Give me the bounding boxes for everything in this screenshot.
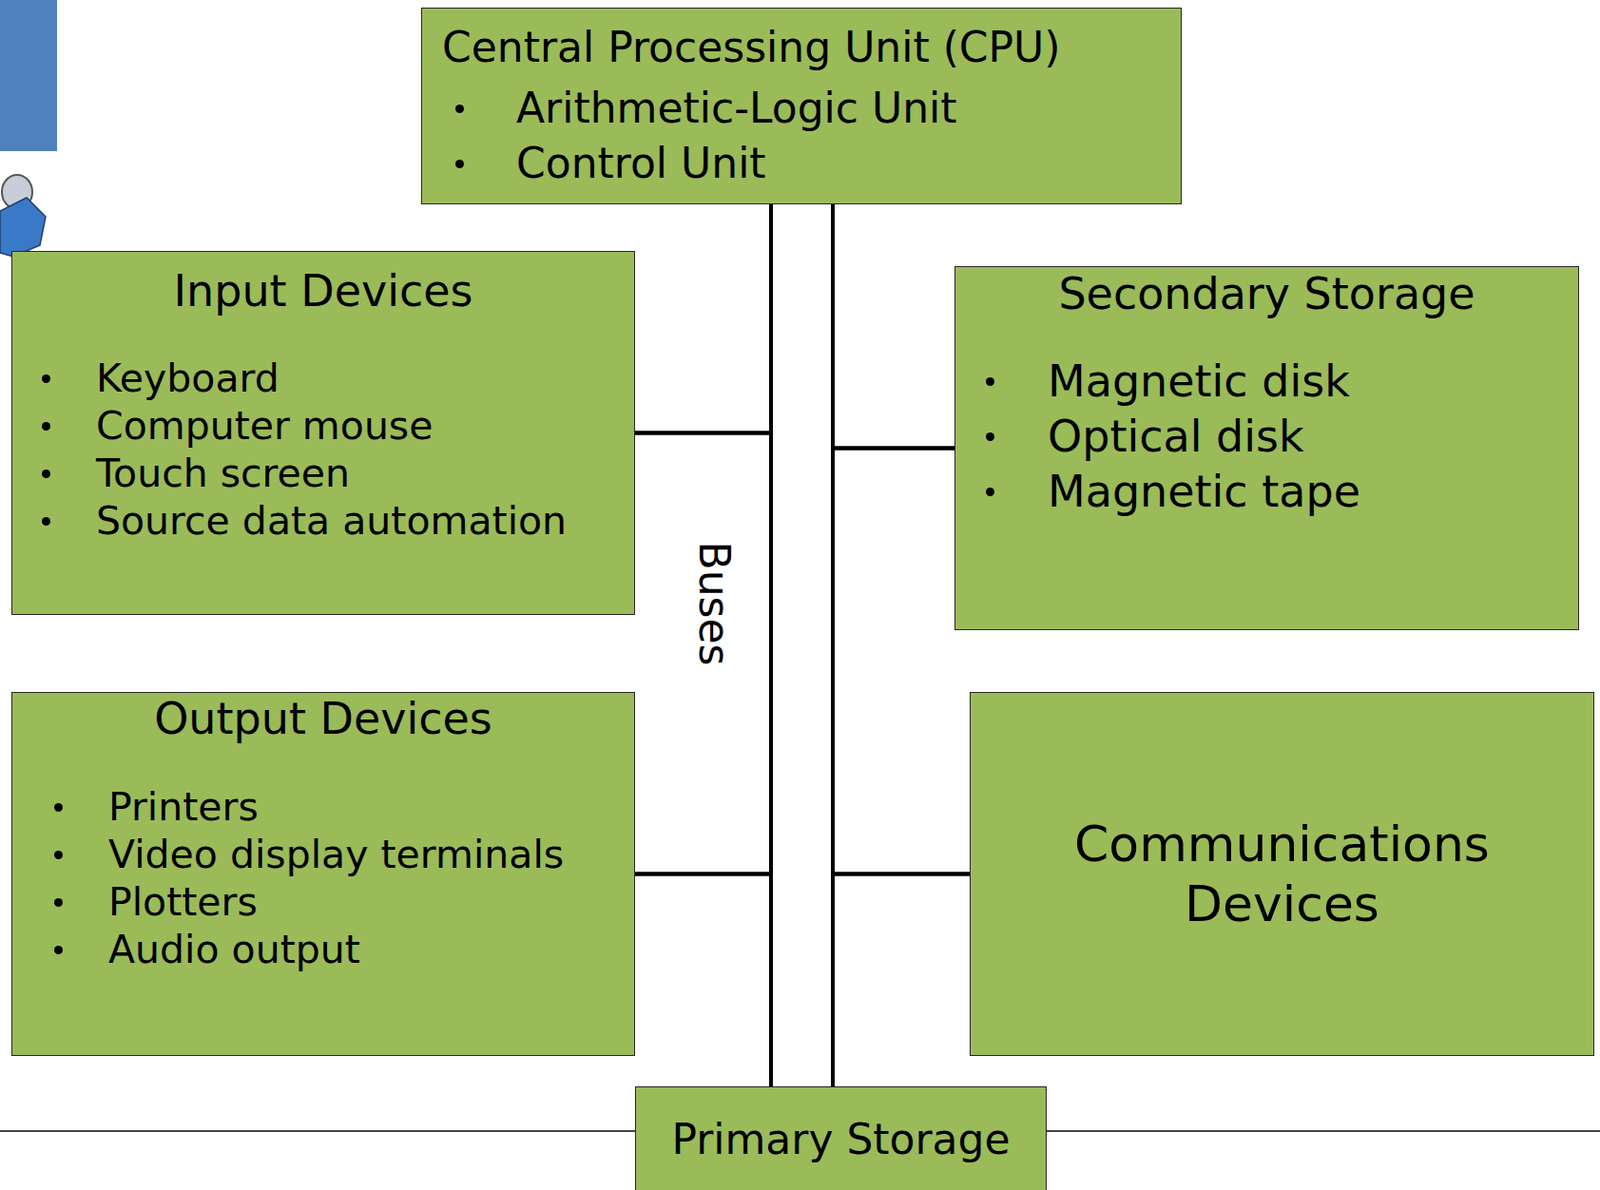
bullet-row: Printers [12,783,635,831]
bullet-dot [41,422,51,431]
corner-bar [0,0,58,152]
bullet-dot [54,850,63,860]
list-item: Computer mouse [96,402,433,450]
cpu-box: Central Processing Unit (CPU)Arithmetic-… [421,7,1182,205]
list-item: Keyboard [96,354,280,403]
bullet-dot [54,898,63,907]
clipart-icon [0,174,46,257]
box-label: Communications Devices [1035,814,1530,934]
bullet-row: Control Unit [422,135,1181,192]
bus-label: Buses [690,541,739,667]
box-heading: Secondary Storage [955,268,1579,321]
list-item: Plotters [108,878,258,926]
bullet-dot [54,803,63,812]
list-item: Touch screen [96,449,350,498]
bus-line [832,204,970,875]
bullet-row: Video display terminals [12,830,635,879]
bullet-dot [41,517,51,526]
bus-line [832,204,955,449]
bus-line [832,448,955,1088]
storage-box: Secondary StorageMagnetic diskOptical di… [954,266,1580,631]
bullet-dot [985,487,995,497]
bullet-row: Plotters [12,878,635,926]
list-item: Magnetic tape [1047,463,1361,520]
bullet-dot [41,469,51,479]
box-heading: Output Devices [12,693,635,746]
box-heading: Input Devices [12,265,635,318]
bullet-row: Keyboard [12,354,635,403]
device-box: Input DevicesKeyboardComputer mouseTouch… [11,250,636,616]
box-heading: Central Processing Unit (CPU) [422,19,1181,75]
device-box: Output DevicesPrintersVideo display term… [11,692,636,1057]
bullet-dot [455,159,464,169]
bus-line [635,874,772,1088]
bullet-row: Arithmetic-Logic Unit [422,80,1181,136]
bullet-row: Optical disk [955,408,1579,464]
bullet-row: Computer mouse [12,402,635,450]
bullet-dot [41,374,51,384]
bus-line [832,874,970,1088]
box-label: Primary Storage [671,1115,1010,1166]
bullet-row: Source data automation [12,497,635,545]
storage-box: Primary Storage [635,1086,1047,1190]
bullet-row: Magnetic disk [955,353,1579,409]
list-item: Magnetic disk [1047,353,1350,409]
list-item: Source data automation [96,497,567,545]
list-item: Printers [108,783,259,831]
bus-line [635,204,772,875]
label-holder: Buses [689,541,740,667]
list-item: Audio output [108,925,361,974]
bullet-dot [54,945,63,955]
bullet-dot [455,104,464,114]
bullet-dot [985,432,995,442]
bullet-dot [985,377,995,386]
list-item: Video display terminals [108,830,564,879]
bus-line [635,433,772,1088]
list-item: Control Unit [516,135,767,192]
bullet-row: Magnetic tape [955,463,1579,520]
list-item: Arithmetic-Logic Unit [516,80,958,136]
bullet-row: Audio output [12,925,635,974]
bullet-row: Touch screen [12,449,635,498]
bus-line [635,204,772,434]
list-item: Optical disk [1047,408,1305,464]
device-box: Communications Devices [969,692,1595,1057]
icon-body [0,197,46,257]
